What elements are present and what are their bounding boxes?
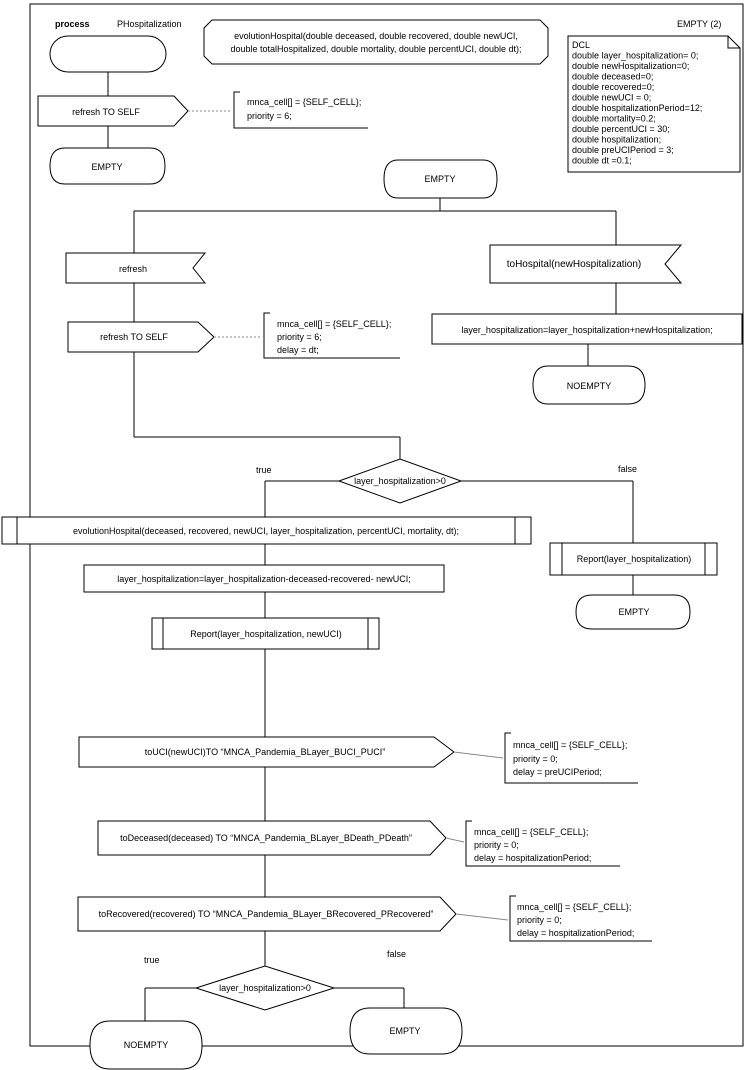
svg-text:Report(layer_hospitalization): Report(layer_hospitalization) — [577, 554, 692, 564]
decision-1-false-label: false — [618, 464, 637, 474]
dcl-variable-line: double preUCIPeriod = 3; — [572, 145, 674, 155]
decision-1-true-label: true — [256, 465, 272, 475]
output-refresh-init: refresh TO SELF — [37, 95, 189, 127]
svg-text:toUCI(newUCI)TO “MNCA_Pandemia: toUCI(newUCI)TO “MNCA_Pandemia_BLayer_BU… — [145, 747, 385, 757]
svg-text:priority = 6;: priority = 6; — [247, 111, 292, 121]
input-to-hospital: toHospital(newHospitalization) — [489, 244, 683, 284]
svg-text:mnca_cell[] = {SELF_CELL};: mnca_cell[] = {SELF_CELL}; — [517, 902, 631, 912]
svg-text:priority = 0;: priority = 0; — [513, 754, 558, 764]
svg-text:EMPTY: EMPTY — [91, 162, 122, 172]
task-add-hospitalization: layer_hospitalization=layer_hospitalizat… — [431, 313, 743, 345]
svg-text:Report(layer_hospitalization,: Report(layer_hospitalization, newUCI) — [190, 629, 342, 639]
dcl-keyword: DCL — [572, 40, 590, 50]
svg-text:priority = 6;: priority = 6; — [277, 332, 322, 342]
svg-text:EMPTY: EMPTY — [618, 607, 649, 617]
state-empty-start: EMPTY — [49, 147, 166, 185]
svg-text:layer_hospitalization>0: layer_hospitalization>0 — [219, 983, 311, 993]
state-noempty-right: NOEMPTY — [532, 365, 646, 405]
output-to-recovered: toRecovered(recovered) TO “MNCA_Pandemia… — [77, 896, 457, 932]
svg-text:evolutionHospital(deceased, re: evolutionHospital(deceased, recovered, n… — [73, 526, 459, 536]
dcl-variable-line: double layer_hospitalization= 0; — [572, 51, 698, 61]
svg-text:layer_hospitalization=layer_ho: layer_hospitalization=layer_hospitalizat… — [117, 574, 410, 584]
call-report-right: Report(layer_hospitalization) — [549, 542, 718, 576]
output-to-deceased: toDeceased(deceased) TO “MNCA_Pandemia_B… — [97, 820, 447, 856]
procedure-signature-line-1: evolutionHospital(double deceased, doubl… — [234, 31, 518, 41]
svg-text:mnca_cell[] = {SELF_CELL};: mnca_cell[] = {SELF_CELL}; — [247, 97, 361, 107]
state-noempty-bottom: NOEMPTY — [89, 1020, 203, 1070]
state-empty-bottom: EMPTY — [349, 1007, 463, 1055]
call-report-left: Report(layer_hospitalization, newUCI) — [151, 617, 380, 650]
decision-2: layer_hospitalization>0 — [194, 965, 336, 1011]
svg-text:refresh TO SELF: refresh TO SELF — [100, 332, 168, 342]
process-name: PHospitalization — [117, 19, 182, 29]
dcl-variable-line: double dt =0.1; — [572, 156, 632, 166]
dcl-variable-line: double hospitalizationPeriod=12; — [572, 103, 702, 113]
decision-2-false-label: false — [387, 949, 406, 959]
svg-text:delay = preUCIPeriod;: delay = preUCIPeriod; — [513, 767, 602, 777]
call-evolution-hospital: evolutionHospital(deceased, recovered, n… — [1, 516, 532, 545]
svg-text:layer_hospitalization=layer_ho: layer_hospitalization=layer_hospitalizat… — [461, 325, 712, 335]
start-symbol — [49, 35, 167, 73]
input-refresh: refresh — [65, 252, 207, 284]
svg-text:toRecovered(recovered) TO “MNC: toRecovered(recovered) TO “MNCA_Pandemia… — [99, 909, 434, 919]
comment-to-deceased: mnca_cell[] = {SELF_CELL}; priority = 0;… — [465, 820, 620, 867]
svg-text:priority = 0;: priority = 0; — [474, 840, 519, 850]
dcl-variable-line: double newHospitalization=0; — [572, 61, 689, 71]
svg-text:delay = hospitalizationPeriod;: delay = hospitalizationPeriod; — [474, 853, 591, 863]
dcl-variable-line: double newUCI = 0; — [572, 93, 651, 103]
svg-text:mnca_cell[] = {SELF_CELL};: mnca_cell[] = {SELF_CELL}; — [474, 827, 588, 837]
dcl-variable-line: double hospitalization; — [572, 135, 661, 145]
task-subtract-hospitalization: layer_hospitalization=layer_hospitalizat… — [83, 564, 445, 593]
comment-refresh-init: mnca_cell[] = {SELF_CELL}; priority = 6; — [233, 91, 368, 129]
output-refresh: refresh TO SELF — [67, 321, 215, 353]
svg-text:NOEMPTY: NOEMPTY — [124, 1040, 169, 1050]
output-refresh-init-label: refresh TO SELF — [72, 107, 140, 117]
page-label: EMPTY (2) — [677, 19, 721, 29]
svg-text:mnca_cell[] = {SELF_CELL};: mnca_cell[] = {SELF_CELL}; — [277, 319, 391, 329]
dcl-variable-line: double percentUCI = 30; — [572, 124, 670, 134]
svg-text:priority = 0;: priority = 0; — [517, 915, 562, 925]
svg-text:delay = hospitalizationPeriod;: delay = hospitalizationPeriod; — [517, 928, 634, 938]
process-keyword: process — [55, 19, 90, 29]
procedure-declaration: evolutionHospital(double deceased, doubl… — [203, 19, 549, 65]
svg-text:toDeceased(deceased) TO “MNCA_: toDeceased(deceased) TO “MNCA_Pandemia_B… — [120, 833, 412, 843]
svg-text:NOEMPTY: NOEMPTY — [567, 381, 612, 391]
dcl-variable-line: double recovered=0; — [572, 82, 654, 92]
decision-1: layer_hospitalization>0 — [337, 458, 463, 504]
comment-to-recovered: mnca_cell[] = {SELF_CELL}; priority = 0;… — [509, 895, 652, 942]
dcl-variable-line: double deceased=0; — [572, 72, 653, 82]
svg-text:EMPTY: EMPTY — [389, 1026, 420, 1036]
svg-text:refresh: refresh — [119, 264, 147, 274]
svg-text:EMPTY: EMPTY — [424, 174, 455, 184]
svg-text:toHospital(newHospitalization): toHospital(newHospitalization) — [507, 259, 642, 270]
svg-text:mnca_cell[] = {SELF_CELL};: mnca_cell[] = {SELF_CELL}; — [513, 740, 627, 750]
decision-2-true-label: true — [144, 955, 160, 965]
procedure-signature-line-2: double totalHospitalized, double mortali… — [230, 44, 521, 54]
dcl-variable-line: double mortality=0.2; — [572, 114, 656, 124]
state-empty-false-branch: EMPTY — [575, 594, 691, 630]
state-empty-main: EMPTY — [383, 159, 498, 199]
svg-text:delay = dt;: delay = dt; — [277, 345, 319, 355]
svg-text:layer_hospitalization>0: layer_hospitalization>0 — [354, 476, 446, 486]
output-to-uci: toUCI(newUCI)TO “MNCA_Pandemia_BLayer_BU… — [78, 736, 455, 768]
comment-to-uci: mnca_cell[] = {SELF_CELL}; priority = 0;… — [504, 732, 638, 784]
comment-refresh: mnca_cell[] = {SELF_CELL}; priority = 6;… — [263, 312, 400, 359]
